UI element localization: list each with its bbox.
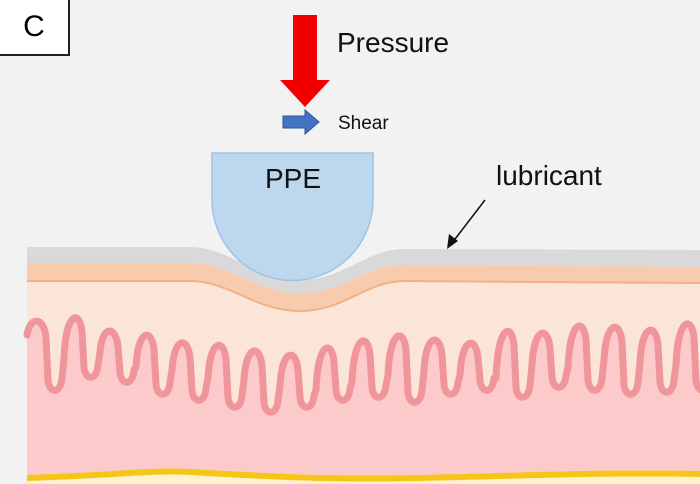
lubricant-label: lubricant bbox=[496, 160, 602, 191]
stratum-corneum-edge bbox=[27, 279, 700, 313]
ppe-shape bbox=[211, 152, 374, 282]
epidermis-layer bbox=[27, 280, 700, 413]
pressure-arrow-icon bbox=[280, 15, 330, 107]
stratum-corneum-layer bbox=[27, 263, 700, 312]
shear-arrow-icon bbox=[282, 108, 320, 136]
lubricant-layer bbox=[27, 247, 700, 293]
rete-ridge-line bbox=[23, 314, 700, 416]
shear-label: Shear bbox=[338, 113, 389, 134]
subcutaneous-fat-line bbox=[26, 468, 700, 482]
ppe-label: PPE bbox=[265, 163, 322, 194]
subcutaneous-fat bbox=[27, 474, 700, 484]
lubricant-pointer-arrowhead-icon bbox=[447, 234, 458, 249]
pressure-label: Pressure bbox=[337, 27, 450, 58]
lubricant-pointer-line bbox=[451, 199, 486, 244]
panel-label: C bbox=[23, 10, 45, 43]
panel-label-box: C bbox=[0, 0, 70, 56]
